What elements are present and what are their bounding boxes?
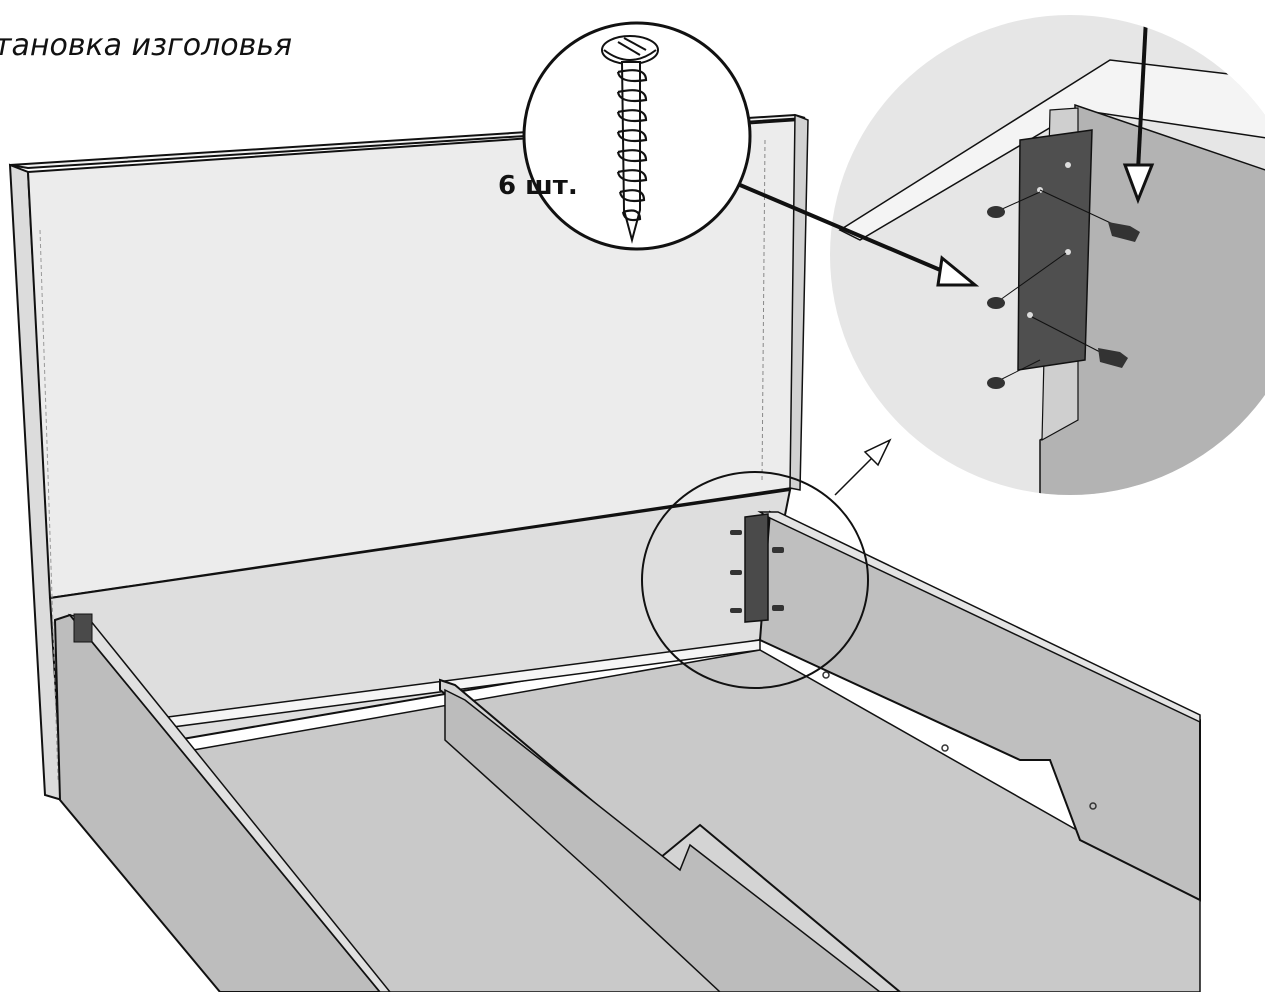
screw-quantity-label: 6 шт. <box>498 171 578 201</box>
page-title: тановка изголовья <box>0 28 293 63</box>
screw-icon <box>987 191 1067 389</box>
bracket-screws <box>730 530 784 613</box>
bolt-icon <box>1031 189 1140 368</box>
screw-icon <box>601 35 659 244</box>
screw-callout <box>522 21 752 251</box>
bed-frame <box>53 438 1201 993</box>
zoom-detail <box>830 15 1265 495</box>
arrow-icon <box>739 183 980 287</box>
